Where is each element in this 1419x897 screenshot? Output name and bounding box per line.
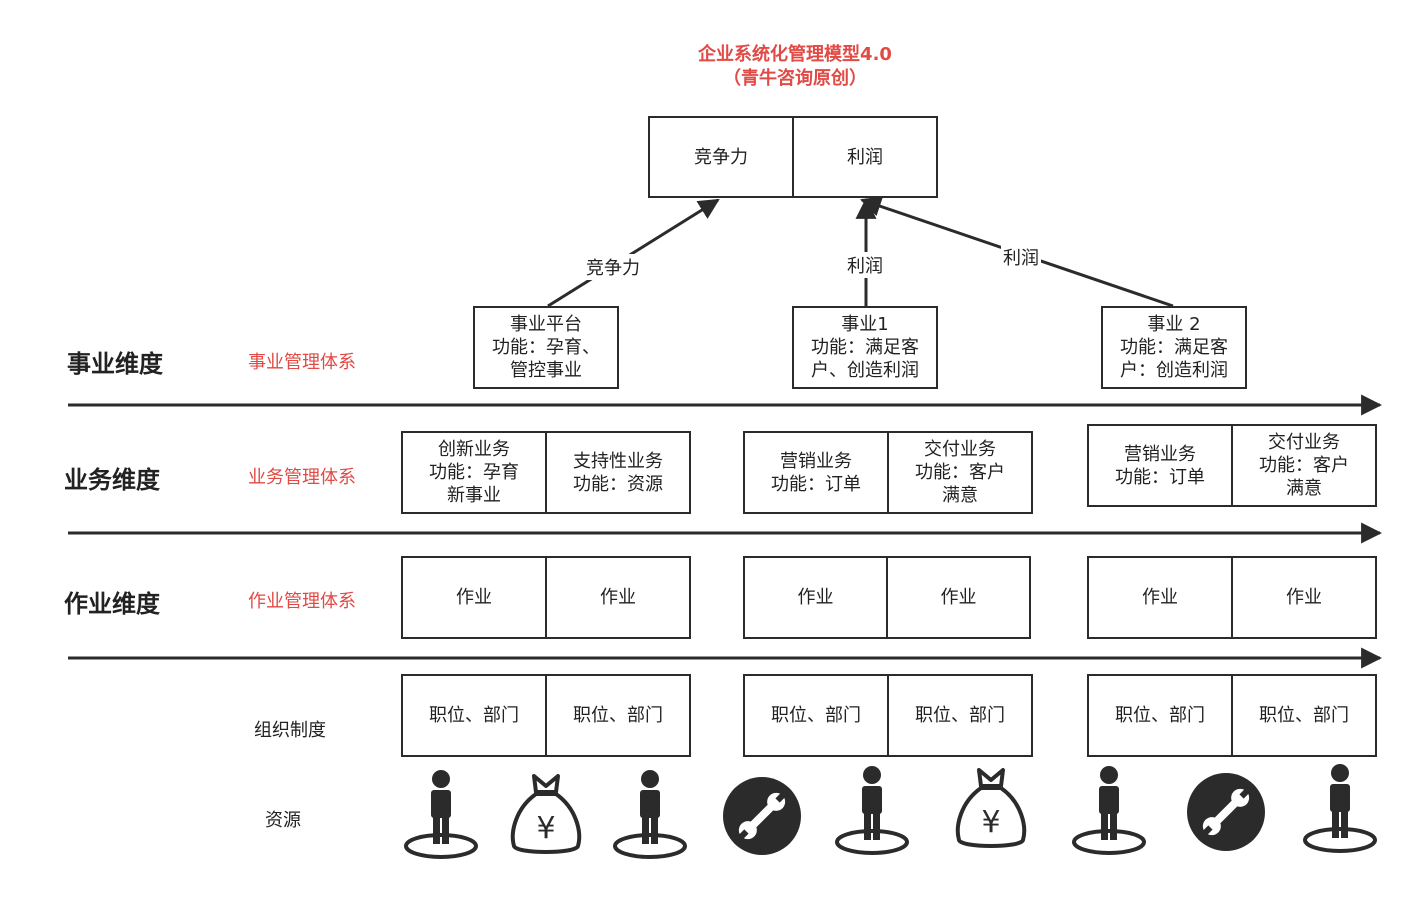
- work-group-2: 作业 作业: [743, 556, 1031, 639]
- money-bag-icon: ¥: [510, 774, 582, 854]
- service-cell: 交付业务 功能：客户 满意: [1231, 426, 1375, 505]
- work-cell: 作业: [886, 558, 1029, 637]
- org-cell: 职位、部门: [771, 705, 861, 726]
- service-cell: 交付业务 功能：客户 满意: [887, 433, 1031, 512]
- money-bag-icon: ¥: [955, 768, 1027, 848]
- org-cell: 职位、部门: [429, 705, 519, 726]
- service-group-3: 营销业务 功能：订单 交付业务 功能：客户 满意: [1087, 424, 1377, 507]
- outcome-profit: 利润: [792, 118, 936, 196]
- person-icon: [613, 770, 687, 859]
- svg-text:¥: ¥: [536, 811, 555, 846]
- service-cell: 创新业务 功能：孕育 新事业: [429, 439, 519, 506]
- wrench-icon: [1187, 773, 1265, 851]
- edge-platform-to-competitiveness: [547, 198, 720, 308]
- work-group-1: 作业 作业: [401, 556, 691, 639]
- org-cell: 职位、部门: [887, 676, 1031, 755]
- service-cell: 支持性业务 功能：资源: [545, 433, 689, 512]
- org-cell: 职位、部门: [1231, 676, 1375, 755]
- business-box-platform: 事业平台 功能：孕育、 管控事业: [473, 306, 619, 389]
- org-group-2: 职位、部门 职位、部门: [743, 674, 1033, 757]
- org-system-label: 组织制度: [254, 720, 326, 741]
- person-icon: [404, 770, 478, 859]
- service-group-1: 创新业务 功能：孕育 新事业 支持性业务 功能：资源: [401, 431, 691, 514]
- work-cell: 作业: [1142, 587, 1178, 608]
- diagram-title: 企业系统化管理模型4.0 （青牛咨询原创）: [600, 43, 990, 91]
- person-icon: [835, 766, 909, 855]
- resource-label: 资源: [265, 810, 301, 831]
- dimension-service: 业务维度: [64, 466, 160, 494]
- system-work: 作业管理体系: [248, 591, 356, 612]
- system-service: 业务管理体系: [248, 467, 356, 488]
- service-group-2: 营销业务 功能：订单 交付业务 功能：客户 满意: [743, 431, 1033, 514]
- title-line-1: 企业系统化管理模型4.0: [698, 44, 892, 65]
- wrench-icon: [723, 777, 801, 855]
- work-cell: 作业: [797, 587, 834, 608]
- title-line-2: （青牛咨询原创）: [723, 68, 867, 89]
- svg-text:¥: ¥: [981, 805, 1000, 840]
- service-cell: 营销业务 功能：订单: [1115, 443, 1205, 488]
- edge-label-profit-2: 利润: [1001, 244, 1041, 270]
- work-cell: 作业: [456, 587, 492, 608]
- person-icon: [1303, 764, 1377, 853]
- business-box-2: 事业 2 功能：满足客 户：创造利润: [1101, 306, 1247, 389]
- edge-label-competitiveness: 竞争力: [584, 254, 642, 280]
- service-cell: 营销业务 功能：订单: [771, 450, 861, 495]
- outcome-competitiveness: 竞争力: [694, 146, 748, 168]
- dimension-business: 事业维度: [67, 350, 163, 378]
- work-group-3: 作业 作业: [1087, 556, 1377, 639]
- dimension-work: 作业维度: [64, 590, 160, 618]
- person-icon: [1072, 766, 1146, 855]
- business-box-1: 事业1 功能：满足客 户、创造利润: [792, 306, 938, 389]
- work-cell: 作业: [545, 558, 689, 637]
- system-business: 事业管理体系: [248, 352, 356, 373]
- org-cell: 职位、部门: [545, 676, 689, 755]
- edge-label-profit-1: 利润: [845, 252, 885, 278]
- org-group-1: 职位、部门 职位、部门: [401, 674, 691, 757]
- org-group-3: 职位、部门 职位、部门: [1087, 674, 1377, 757]
- outcome-box: 竞争力 利润: [648, 116, 938, 198]
- work-cell: 作业: [1231, 558, 1375, 637]
- org-cell: 职位、部门: [1115, 705, 1205, 726]
